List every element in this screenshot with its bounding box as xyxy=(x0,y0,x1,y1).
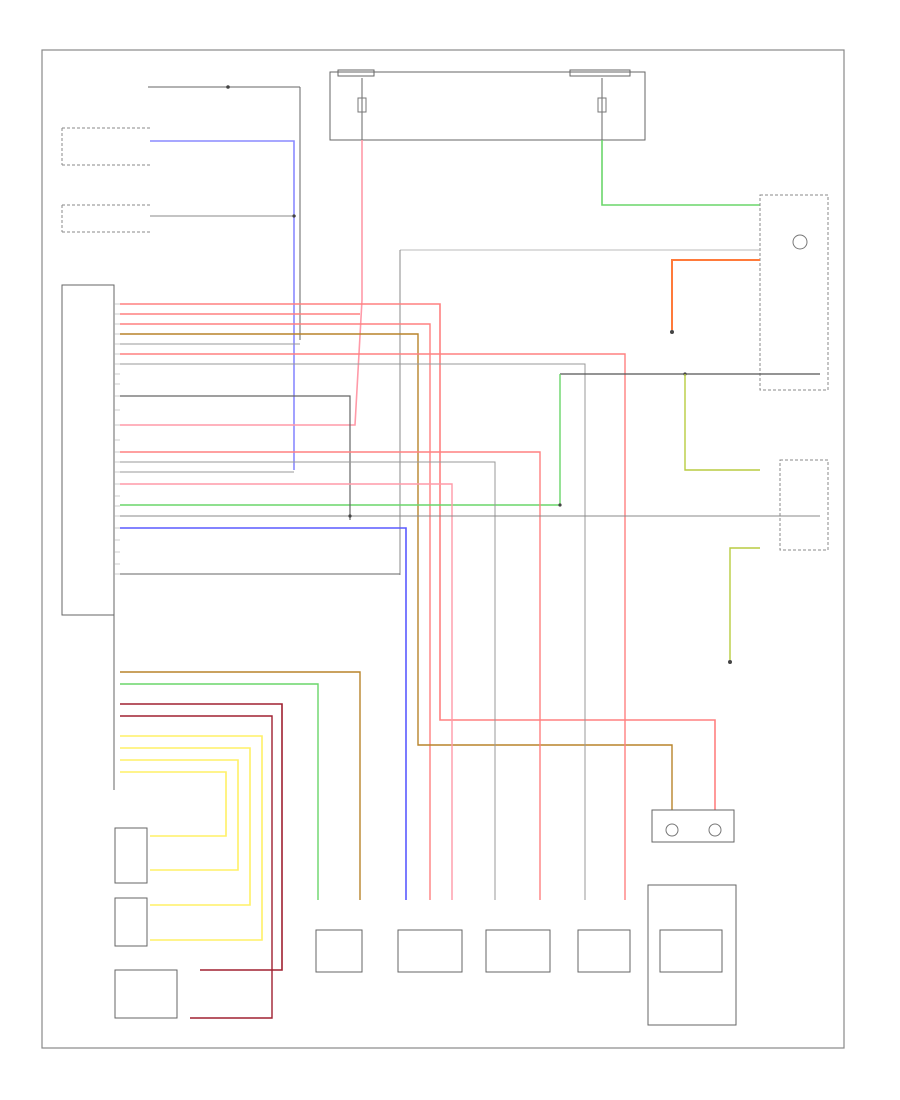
oil-pressure-indicator xyxy=(792,234,808,250)
airbag-module-1 xyxy=(315,929,363,973)
wire-red-354 xyxy=(120,353,626,900)
wire-blue-top xyxy=(150,140,295,470)
wire-yellow-green xyxy=(684,374,760,471)
wire-gray-364 xyxy=(120,363,586,900)
wire-red-3 xyxy=(120,323,431,900)
airbag-module-2 xyxy=(397,929,463,973)
wire-red-main xyxy=(120,303,716,810)
junction-dots xyxy=(348,372,687,518)
fuse-right-icon xyxy=(597,97,607,113)
wire-dark-red-2 xyxy=(120,715,273,1019)
sensor-box-3 xyxy=(114,969,178,1019)
wire-dark-red xyxy=(120,703,283,971)
wire-brown xyxy=(120,333,673,810)
wire-brown-lower xyxy=(120,671,361,900)
node-switch xyxy=(292,214,296,218)
wire-blue-lower xyxy=(120,527,407,900)
fuse-box xyxy=(329,71,646,141)
wire-pink-vertical xyxy=(120,140,363,426)
wire-green-top xyxy=(601,140,760,206)
control-module-pins xyxy=(114,303,120,575)
airbag-module-4 xyxy=(577,929,631,973)
wire-orange-oil xyxy=(671,259,760,330)
fuse-left-icon xyxy=(357,97,367,113)
oil-switch-node xyxy=(670,330,674,334)
seat-switch-node xyxy=(728,660,732,664)
sensor-box-1 xyxy=(114,827,148,884)
capacitor-left xyxy=(665,823,679,837)
airbag-module-5 xyxy=(659,929,723,973)
capacitor-right xyxy=(708,823,722,837)
wire-red-452 xyxy=(120,451,541,900)
wire-gray-462 xyxy=(120,461,496,900)
airbag-module-3 xyxy=(485,929,551,973)
capacitor-box xyxy=(651,809,735,843)
node-top xyxy=(226,85,230,89)
wire-yellow-green-2 xyxy=(729,547,760,660)
wire-gray-396 xyxy=(120,395,351,520)
control-module xyxy=(61,284,115,616)
diagram-frame xyxy=(41,49,845,1049)
right-connector xyxy=(779,459,829,551)
wire-green-lower xyxy=(120,683,319,900)
switch-box-top xyxy=(61,127,150,166)
fuse-box-top-right-conn xyxy=(569,69,631,77)
switch-box-middle xyxy=(61,204,150,233)
steering-column-box xyxy=(647,884,737,1026)
airbag-modules xyxy=(315,884,737,1026)
wire-yellow xyxy=(120,735,263,941)
wire-green-vertical xyxy=(120,374,561,506)
sensor-box-2 xyxy=(114,897,148,947)
wire-pink-484 xyxy=(120,483,453,900)
fuse-box-top-left-conn xyxy=(337,69,375,77)
instrument-cluster xyxy=(759,194,829,391)
